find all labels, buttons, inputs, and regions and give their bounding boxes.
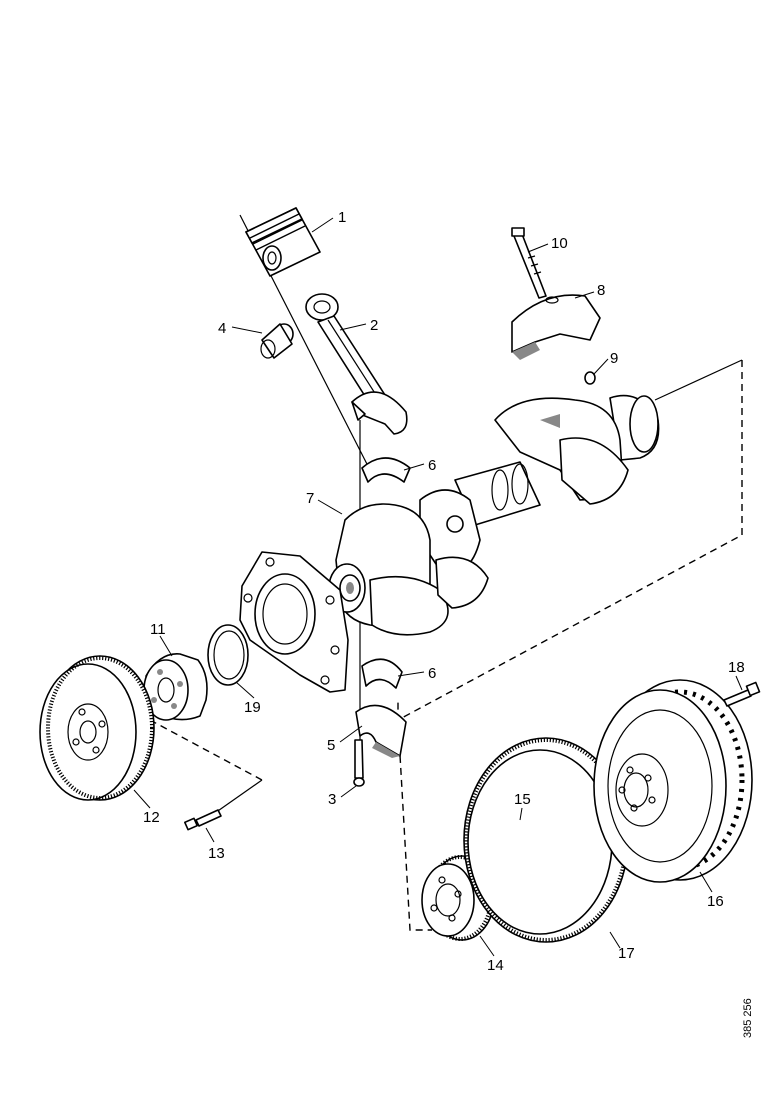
- callout-18: 18: [728, 659, 745, 676]
- callout-10: 10: [551, 235, 568, 252]
- callout-5: 5: [327, 737, 335, 754]
- counterweight: [511, 294, 601, 360]
- reference-code: 385 256: [742, 998, 754, 1038]
- leader-lines: [133, 217, 743, 957]
- oil-seal-ring: [207, 624, 249, 686]
- callout-9: 9: [610, 350, 618, 367]
- bearing-shell-upper: [361, 457, 411, 483]
- callout-6-upper: 6: [428, 457, 436, 474]
- callout-17: 17: [618, 945, 635, 962]
- callout-4: 4: [218, 320, 226, 337]
- connecting-rod: [305, 293, 408, 435]
- callout-15: 15: [514, 791, 531, 808]
- counterweight-bolt: [511, 227, 547, 299]
- callout-1: 1: [338, 209, 346, 226]
- callout-12: 12: [143, 809, 160, 826]
- pulley-hub: [143, 653, 208, 721]
- ring-gear: [463, 737, 629, 943]
- flywheel: [593, 679, 753, 883]
- callout-2: 2: [370, 317, 378, 334]
- dowel-pin: [584, 371, 596, 385]
- callout-labels: 1 2 3 4 5 6 6 7 8 9 10 11 12 13 14 15 16…: [143, 209, 745, 974]
- callout-13: 13: [208, 845, 225, 862]
- cap-bolt: [353, 739, 365, 787]
- damper-pulley: [39, 655, 155, 801]
- bearing-shell-lower: [361, 658, 403, 689]
- callout-11: 11: [150, 621, 166, 638]
- callout-14: 14: [487, 957, 504, 974]
- piston: [245, 207, 321, 277]
- callout-3: 3: [328, 791, 336, 808]
- main-bearing-cap: [355, 704, 407, 758]
- small-end-bush: [260, 323, 294, 359]
- callout-8: 8: [597, 282, 605, 299]
- seal-housing: [239, 551, 349, 693]
- callout-6-lower: 6: [428, 665, 436, 682]
- pulley-bolt: [184, 809, 222, 831]
- callout-19: 19: [244, 699, 261, 716]
- callout-7: 7: [306, 490, 314, 507]
- crankshaft: [328, 394, 660, 636]
- callout-16: 16: [707, 893, 724, 910]
- flywheel-bolt: [723, 681, 761, 707]
